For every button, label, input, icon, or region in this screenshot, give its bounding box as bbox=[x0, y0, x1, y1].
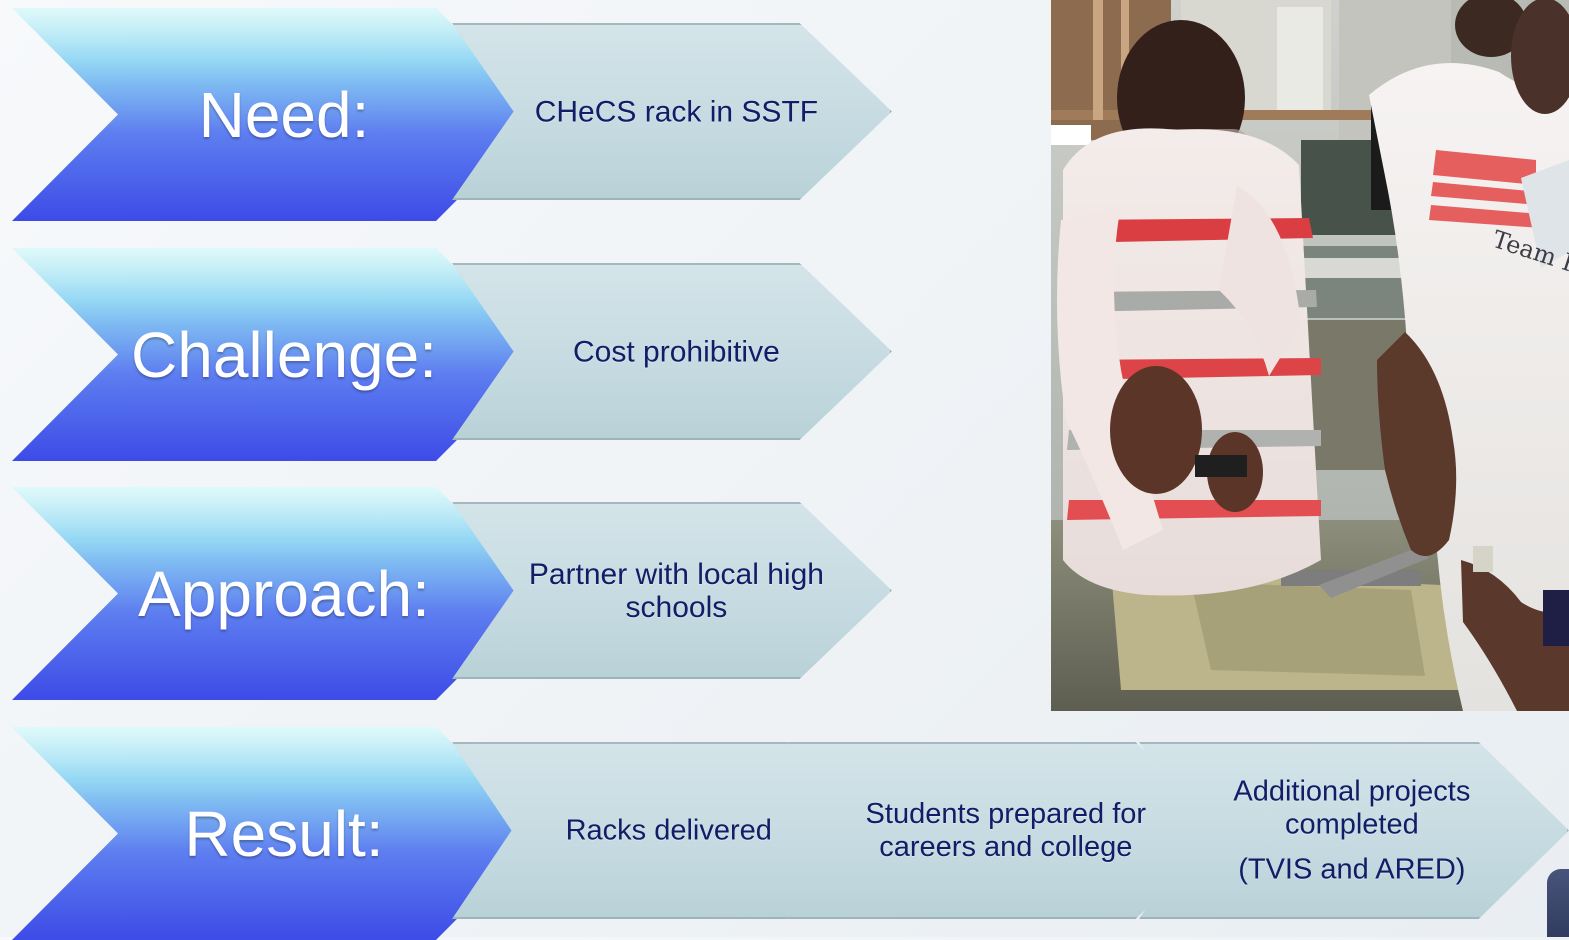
approach-detail-label: Partner with local high schools bbox=[528, 557, 824, 624]
result-detail-racks-label: Racks delivered bbox=[565, 814, 772, 846]
challenge-detail-chevron: Cost prohibitive bbox=[452, 263, 892, 440]
challenge-detail-label: Cost prohibitive bbox=[573, 335, 780, 368]
students-working-photo: Team Roc bbox=[1051, 0, 1569, 711]
approach-label: Approach: bbox=[138, 557, 430, 630]
result-detail-racks-chevron: Racks delivered bbox=[452, 742, 877, 919]
result-detail-students-label: Students prepared for careers and colleg… bbox=[865, 797, 1147, 863]
result-label: Result: bbox=[184, 797, 384, 870]
challenge-label: Challenge: bbox=[131, 318, 437, 391]
result-detail-projects-label: Additional projects completed (TVIS and … bbox=[1208, 775, 1496, 886]
need-detail-chevron: CHeCS rack in SSTF bbox=[452, 23, 892, 200]
result-projects-line-1: Additional projects completed bbox=[1233, 775, 1471, 840]
students-working-illustration: Team Roc bbox=[1051, 0, 1569, 711]
result-chevron: Result: bbox=[12, 727, 542, 940]
need-label: Need: bbox=[198, 78, 370, 151]
result-detail-students-chevron: Students prepared for careers and colleg… bbox=[788, 742, 1228, 919]
result-projects-line-2: (TVIS and ARED) bbox=[1238, 853, 1466, 885]
need-detail-label: CHeCS rack in SSTF bbox=[534, 95, 819, 128]
approach-detail-chevron: Partner with local high schools bbox=[452, 502, 892, 679]
result-detail-projects-chevron: Additional projects completed (TVIS and … bbox=[1139, 742, 1569, 919]
slide-corner-decoration bbox=[1547, 869, 1569, 937]
